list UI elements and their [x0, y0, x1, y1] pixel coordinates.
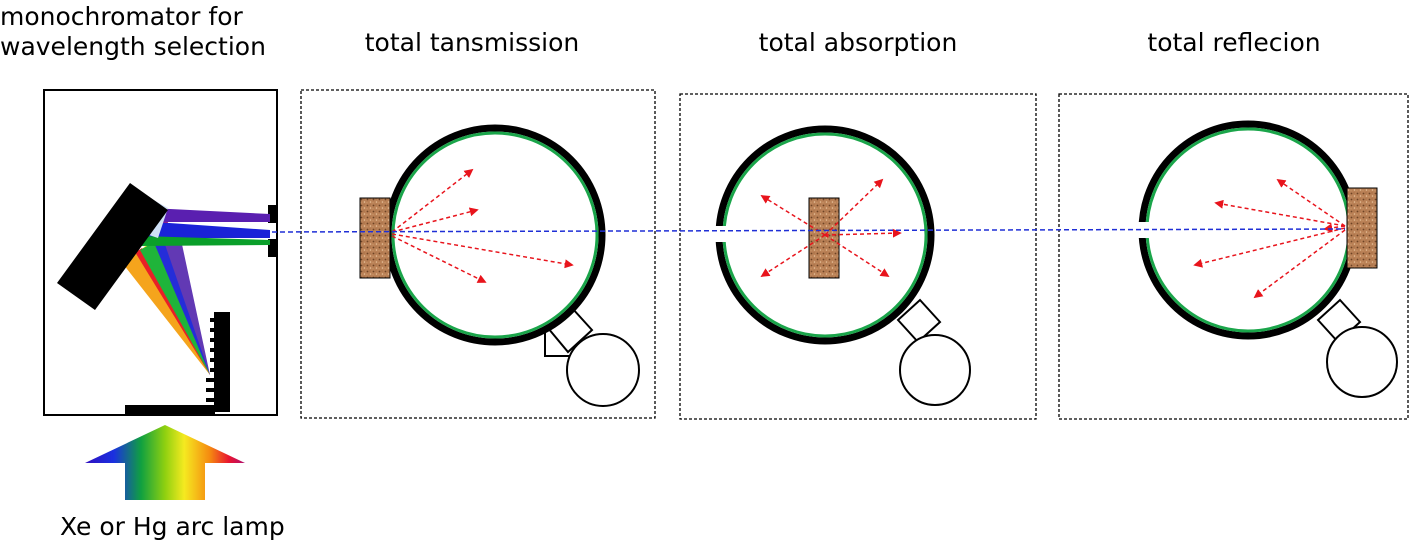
- exit-slit-lower: [268, 239, 278, 257]
- monochromator-label: monochromator for wavelength selection: [0, 2, 266, 61]
- title-total-transmission: total tansmission: [364, 28, 580, 57]
- spectrum-beams: [120, 212, 210, 375]
- collimating-mirror: [57, 183, 168, 310]
- absorption-sample: [808, 197, 840, 279]
- lamp-arrow: [85, 425, 245, 500]
- entrance-slit: [125, 405, 215, 415]
- monochromator: [43, 89, 278, 416]
- title-total-absorption: total absorption: [758, 28, 958, 57]
- detector-stem: [896, 298, 942, 344]
- reflection-sphere: [1135, 120, 1398, 398]
- beam-blue: [145, 222, 270, 238]
- transmission-sphere: [359, 124, 640, 407]
- title-total-reflection: total reflecion: [1147, 28, 1321, 57]
- detector-bulb: [1326, 326, 1398, 398]
- entrance-port: [1135, 222, 1149, 238]
- beam-violet: [150, 208, 270, 222]
- reflection-sample: [1346, 187, 1378, 269]
- entrance-port: [712, 226, 726, 242]
- lamp-label: Xe or Hg arc lamp: [60, 512, 285, 541]
- absorption-sphere: [712, 125, 971, 406]
- exit-slit-upper: [268, 205, 278, 223]
- beam-green: [140, 236, 270, 246]
- panel-reflection-frame: [1058, 93, 1409, 420]
- panel-transmission-frame: [300, 89, 656, 419]
- detector-bulb: [899, 334, 971, 406]
- transmission-scatter: [391, 168, 574, 283]
- grating: [214, 312, 230, 412]
- panel-absorption-frame: [679, 93, 1037, 420]
- grating-teeth: [206, 318, 214, 402]
- transmission-sample: [359, 197, 391, 279]
- detector-bulb: [566, 333, 640, 407]
- absorption-scatter: [760, 178, 902, 277]
- incident-beam: [271, 228, 1346, 233]
